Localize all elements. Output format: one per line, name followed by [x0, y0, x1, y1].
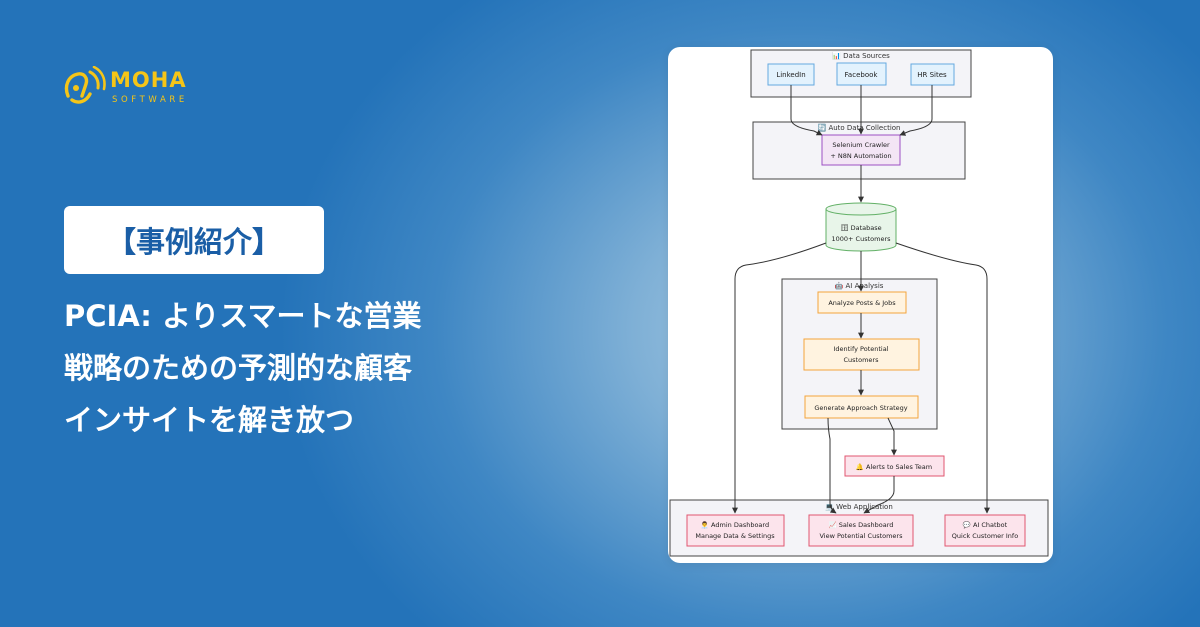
arrow-generate-to-alerts: [887, 417, 897, 456]
headline-line-1: PCIA: よりスマートな営業: [64, 299, 422, 333]
source-linkedin: LinkedIn: [767, 63, 815, 86]
data-collection-group: 🔄 Auto Data Collection Selenium Crawler …: [752, 121, 966, 180]
crawler-node-line1: Selenium Crawler: [832, 141, 890, 149]
diagram-arrows: [732, 85, 990, 514]
database-line1: 🗄 Database: [840, 224, 881, 232]
identify-node-line2: Customers: [844, 356, 880, 364]
ai-analysis-title: 🤖 AI Analysis: [835, 281, 884, 290]
ai-chatbot-line2: Quick Customer Info: [952, 532, 1018, 540]
sales-dashboard-line2: View Potential Customers: [820, 532, 904, 540]
source-hr-sites-label: HR Sites: [917, 71, 947, 79]
analyze-node-label: Analyze Posts & Jobs: [828, 299, 896, 307]
headline: PCIA: よりスマートな営業 戦略のための予測的な顧客 インサイトを解き放つ: [64, 290, 534, 446]
web-application-title: 💻 Web Application: [825, 503, 893, 511]
source-linkedin-label: LinkedIn: [776, 71, 805, 79]
admin-dashboard-line1: 👨‍💼 Admin Dashboard: [701, 521, 769, 529]
crawler-node-line2: + N8N Automation: [830, 152, 891, 160]
database-line2: 1000+ Customers: [831, 235, 891, 243]
arrow-generate-to-sales: [827, 417, 837, 514]
data-collection-title: 🔄 Auto Data Collection: [818, 123, 901, 132]
architecture-diagram: 📊 Data Sources LinkedIn Facebook HR Site…: [669, 49, 1049, 557]
case-study-tag: 【事例紹介】: [64, 206, 324, 274]
moha-logo: MOHA SOFTWARE: [62, 66, 202, 112]
identify-node-line1: Identify Potential: [833, 345, 888, 353]
data-sources-title: 📊 Data Sources: [832, 51, 890, 60]
web-application-group: 💻 Web Application 👨‍💼 Admin Dashboard Ma…: [669, 499, 1049, 557]
brand-subtitle: SOFTWARE: [112, 95, 188, 105]
arrow-alerts-to-sales: [863, 476, 895, 514]
ai-analysis-group: 🤖 AI Analysis Analyze Posts & Jobs Ident…: [781, 278, 938, 430]
alerts-node: 🔔 Alerts to Sales Team: [844, 455, 945, 477]
brand-name: MOHA: [110, 68, 187, 92]
hand-wave-logo-icon: [64, 66, 106, 104]
source-facebook-label: Facebook: [845, 71, 879, 79]
source-facebook: Facebook: [836, 62, 887, 86]
architecture-diagram-card: 📊 Data Sources LinkedIn Facebook HR Site…: [668, 47, 1053, 563]
generate-node-label: Generate Approach Strategy: [814, 404, 907, 412]
sales-dashboard-line1: 📈 Sales Dashboard: [829, 521, 894, 529]
arrow-linkedin-to-crawler: [790, 85, 823, 136]
alerts-node-label: 🔔 Alerts to Sales Team: [856, 463, 932, 471]
admin-dashboard-line2: Manage Data & Settings: [695, 532, 775, 540]
data-sources-group: 📊 Data Sources LinkedIn Facebook HR Site…: [750, 49, 972, 98]
arrow-database-to-admin: [732, 242, 827, 514]
arrow-database-to-chatbot: [895, 242, 990, 514]
arrow-hrsites-to-crawler: [899, 85, 933, 136]
database-node: 🗄 Database 1000+ Customers: [825, 202, 897, 252]
headline-line-2: 戦略のための予測的な顧客: [64, 351, 413, 385]
headline-line-3: インサイトを解き放つ: [64, 403, 355, 437]
source-hr-sites: HR Sites: [910, 63, 955, 86]
ai-chatbot-line1: 💬 AI Chatbot: [963, 521, 1008, 529]
